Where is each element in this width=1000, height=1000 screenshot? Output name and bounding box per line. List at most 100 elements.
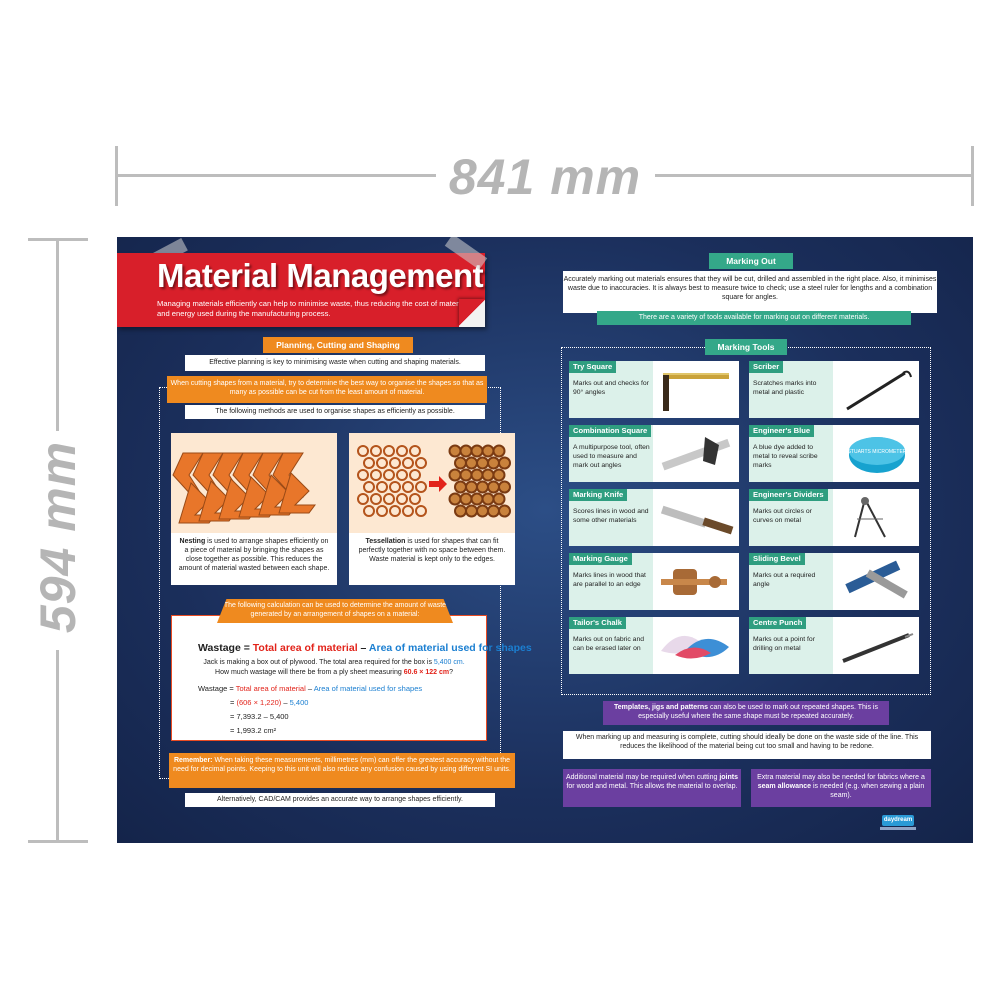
marking-out-tab: Marking Out xyxy=(709,253,793,269)
planning-intro: Effective planning is key to minimising … xyxy=(185,355,485,371)
tool-description: Scratches marks into metal and plastic xyxy=(753,380,817,396)
templates-term: Templates, jigs and patterns xyxy=(614,704,709,711)
used-area-term: Area of material used for shapes xyxy=(368,642,532,654)
joints-note: Additional material may be required when… xyxy=(563,769,741,807)
hexagon-shape xyxy=(357,445,369,457)
combination-square-icon xyxy=(661,437,731,471)
question-area-value: 5,400 cm. xyxy=(433,659,465,666)
seam-term: seam allowance xyxy=(757,783,812,790)
tool-description: Marks out and checks for 90° angles xyxy=(573,380,649,396)
working-used: Area of material used for shapes xyxy=(313,684,423,693)
tool-name: Sliding Bevel xyxy=(749,553,805,565)
calculation-intro: The following calculation can be used to… xyxy=(217,599,453,623)
tool-name: Marking Knife xyxy=(569,489,628,501)
working-product: (606 × 1,220) xyxy=(236,698,282,707)
tool-name: Engineer's Blue xyxy=(749,425,815,437)
height-dimension: 594 mm xyxy=(28,238,88,844)
hexagon-shape xyxy=(415,481,427,493)
engineers-blue-icon: STUARTS MICROMETER xyxy=(848,437,907,473)
working-line-2: = (606 × 1,220) – 5,400 xyxy=(230,698,308,707)
planning-tab: Planning, Cutting and Shaping xyxy=(263,337,413,353)
hexagon-shape xyxy=(415,505,427,517)
nesting-caption: Nesting is used to arrange shapes effici… xyxy=(177,537,331,573)
working-total: Total area of material xyxy=(235,684,306,693)
total-area-term: Total area of material xyxy=(252,642,358,654)
hexagon-shape xyxy=(409,445,421,457)
hexagon-shape xyxy=(376,505,388,517)
seam-text: Extra material may also be needed for fa… xyxy=(757,774,925,781)
tool-description: Marks out circles or curves on metal xyxy=(753,508,812,524)
dimension-line xyxy=(56,241,59,431)
templates-note: Templates, jigs and patterns can also be… xyxy=(603,701,889,725)
remember-label: Remember: xyxy=(173,757,213,764)
hexagon-shape xyxy=(363,505,375,517)
tool-name: Centre Punch xyxy=(749,617,807,629)
hexagon-shape xyxy=(370,469,382,481)
working-line-3: = 7,393.2 – 5,400 xyxy=(230,712,289,721)
joints-text: Additional material may be required when… xyxy=(566,774,720,781)
marking-out-band: There are a variety of tools available f… xyxy=(597,311,911,325)
dimension-tick xyxy=(28,840,88,843)
brand-tagline xyxy=(880,827,916,830)
dimension-tick xyxy=(971,146,974,206)
hexagon-shape xyxy=(454,480,467,494)
dimension-tick xyxy=(115,146,118,206)
width-label: 841 mm xyxy=(448,149,642,205)
hexagon-shape xyxy=(487,456,500,470)
dimension-line xyxy=(118,174,436,177)
hexagon-shape xyxy=(459,468,473,482)
hexagon-shape xyxy=(396,469,408,481)
tool-name: Try Square xyxy=(569,361,617,373)
tessellation-caption: Tessellation is used for shapes that can… xyxy=(355,537,509,564)
page-curl-decoration xyxy=(459,299,485,327)
dimension-line xyxy=(56,650,59,840)
templates-text: can also be used to mark out repeated sh… xyxy=(638,704,878,720)
question-text: Jack is making a box out of plywood. The… xyxy=(203,659,434,666)
tool-name: Scriber xyxy=(749,361,784,373)
nesting-illustration xyxy=(171,433,337,533)
dimension-line xyxy=(655,174,973,177)
tool-name: Tailor's Chalk xyxy=(569,617,626,629)
try-square-icon xyxy=(663,373,729,411)
brand-logo: daydream xyxy=(882,815,914,826)
height-label: 594 mm xyxy=(30,440,86,634)
marking-out-text: Accurately marking out materials ensures… xyxy=(563,271,937,313)
cadcam-note: Alternatively, CAD/CAM provides an accur… xyxy=(185,793,495,807)
tessellation-illustration xyxy=(349,433,515,533)
width-dimension: 841 mm xyxy=(115,146,975,206)
poster: Material Management Managing materials e… xyxy=(117,237,973,843)
hexagon-shape xyxy=(476,456,489,470)
tool-description: Marks out a required angle xyxy=(753,572,816,588)
page-subtitle: Managing materials efficiently can help … xyxy=(157,299,471,318)
hexagon-shape xyxy=(487,480,500,494)
cutting-waste-note: When marking up and measuring is complet… xyxy=(563,731,931,759)
hexagon-shape xyxy=(370,445,382,457)
hexagon-shape xyxy=(396,493,408,505)
wastage-formula: Wastage = Total area of material – Area … xyxy=(198,642,532,654)
hexagon-shape xyxy=(383,469,395,481)
tool-description: Scores lines in wood and some other mate… xyxy=(573,508,649,524)
scriber-icon xyxy=(846,370,912,411)
hexagon-shape xyxy=(409,469,421,481)
nesting-text: is used to arrange shapes efficiently on… xyxy=(178,538,330,572)
hexagon-shape xyxy=(454,504,467,518)
tool-description: A multipurpose tool, often used to measu… xyxy=(573,444,650,469)
tool-description: A blue dye added to metal to reveal scri… xyxy=(753,444,818,469)
centre-punch-icon xyxy=(842,633,914,663)
working-minus: – xyxy=(281,698,290,707)
worked-example-question: Jack is making a box out of plywood. The… xyxy=(202,658,466,677)
joints-term: joints xyxy=(719,774,738,781)
hexagon-shape xyxy=(402,457,414,469)
tool-name: Marking Gauge xyxy=(569,553,632,565)
tessellation-panel: Tessellation is used for shapes that can… xyxy=(349,433,515,585)
tessellation-text: is used for shapes that can fit perfectl… xyxy=(358,538,506,563)
hexagon-shape xyxy=(498,480,511,494)
question-text: How much wastage will there be from a pl… xyxy=(215,668,404,676)
working-label: Wastage = xyxy=(198,684,236,693)
hexagon-shape xyxy=(465,504,478,518)
seam-text: is needed (e.g. when sewing a plain seam… xyxy=(811,783,925,799)
